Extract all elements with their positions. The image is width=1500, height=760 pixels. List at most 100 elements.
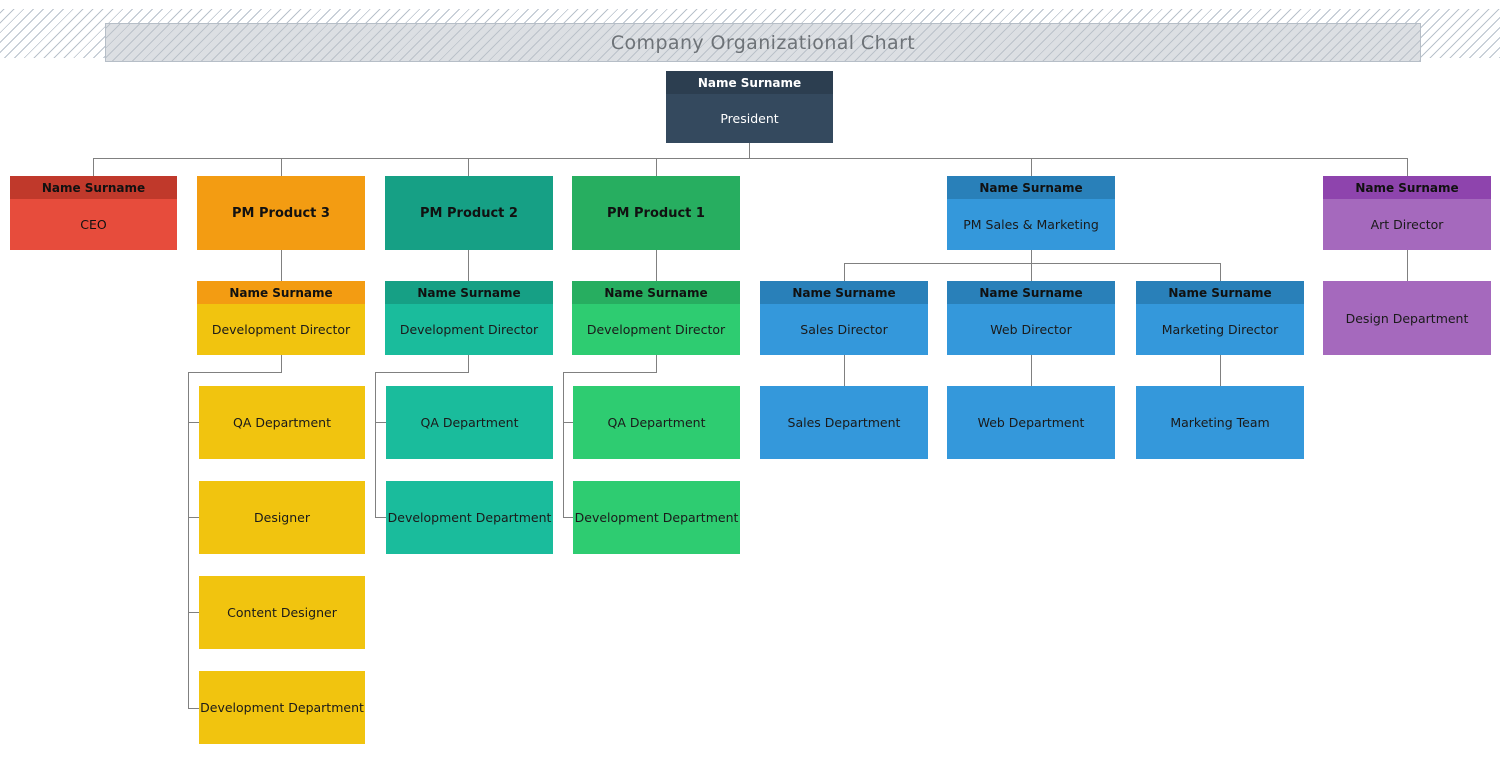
connector-main-bus [93,158,1408,159]
node-pm-sales-marketing-title: PM Sales & Marketing [947,199,1115,250]
node-sales-department-title: Sales Department [760,386,928,459]
node-dev-director-2-name: Name Surname [385,281,553,304]
connector-stub-qa-1 [563,422,574,423]
node-development-department-3-title: Development Department [199,671,365,744]
node-president-title: President [666,94,833,143]
node-pm-product-3-title: PM Product 3 [197,176,365,250]
connector-stub-content-designer-3 [188,612,199,613]
node-qa-department-2-title: QA Department [386,386,553,459]
node-art-director[interactable]: Name Surname Art Director [1323,176,1491,250]
node-pm-product-1-title: PM Product 1 [572,176,740,250]
node-ceo-title: CEO [10,199,177,250]
node-dev-director-2-title: Development Director [385,304,553,355]
node-dev-director-3-name: Name Surname [197,281,365,304]
connector-drop-marketing-director [1220,263,1221,281]
node-dev-director-1-name: Name Surname [572,281,740,304]
node-web-director[interactable]: Name Surname Web Director [947,281,1115,355]
node-pm-product-2[interactable]: PM Product 2 [385,176,553,250]
node-art-director-name: Name Surname [1323,176,1491,199]
node-marketing-director-name: Name Surname [1136,281,1304,304]
connector-sales-director-to-dept [844,355,845,386]
header-banner-panel: Company Organizational Chart [105,23,1421,62]
connector-art-to-design-dept [1407,250,1408,281]
connector-pm2-to-dev-director [468,250,469,281]
node-dev-director-3[interactable]: Name Surname Development Director [197,281,365,355]
node-design-department-title: Design Department [1323,281,1491,355]
node-marketing-director[interactable]: Name Surname Marketing Director [1136,281,1304,355]
node-pm-product-2-title: PM Product 2 [385,176,553,250]
connector-dev3-elbow [188,372,282,373]
node-web-department[interactable]: Web Department [947,386,1115,459]
connector-drop-pm-sales [1031,158,1032,176]
node-dev-director-1[interactable]: Name Surname Development Director [572,281,740,355]
node-designer-3-title: Designer [199,481,365,554]
node-art-director-title: Art Director [1323,199,1491,250]
connector-stub-dev-dept-3 [188,708,199,709]
connector-drop-art-director [1407,158,1408,176]
node-pm-sales-marketing[interactable]: Name Surname PM Sales & Marketing [947,176,1115,250]
connector-pm3-to-dev-director [281,250,282,281]
connector-marketing-director-to-team [1220,355,1221,386]
node-content-designer-3[interactable]: Content Designer [199,576,365,649]
node-marketing-team[interactable]: Marketing Team [1136,386,1304,459]
connector-stub-designer-3 [188,517,199,518]
node-sales-department[interactable]: Sales Department [760,386,928,459]
connector-stub-dev-dept-2 [375,517,386,518]
node-pm-product-1[interactable]: PM Product 1 [572,176,740,250]
node-ceo[interactable]: Name Surname CEO [10,176,177,250]
node-web-director-title: Web Director [947,304,1115,355]
node-ceo-name: Name Surname [10,176,177,199]
node-president[interactable]: Name Surname President [666,71,833,143]
connector-web-director-to-dept [1031,355,1032,386]
connector-dev2-spine [375,372,376,518]
node-design-department[interactable]: Design Department [1323,281,1491,355]
node-qa-department-2[interactable]: QA Department [386,386,553,459]
node-marketing-team-title: Marketing Team [1136,386,1304,459]
node-sales-director-title: Sales Director [760,304,928,355]
connector-dev1-spine [563,372,564,518]
node-development-department-2[interactable]: Development Department [386,481,553,554]
header-banner-hatch: Company Organizational Chart [0,9,1500,62]
connector-drop-pm2 [468,158,469,176]
node-qa-department-1[interactable]: QA Department [573,386,740,459]
node-qa-department-3-title: QA Department [199,386,365,459]
connector-stub-dev-dept-1 [563,517,574,518]
node-content-designer-3-title: Content Designer [199,576,365,649]
node-pm-sales-marketing-name: Name Surname [947,176,1115,199]
connector-dev3-stem [281,355,282,372]
node-pm-product-3[interactable]: PM Product 3 [197,176,365,250]
node-development-department-3[interactable]: Development Department [199,671,365,744]
connector-pm1-to-dev-director [656,250,657,281]
connector-drop-pm1 [656,158,657,176]
connector-drop-sales-director [844,263,845,281]
node-qa-department-3[interactable]: QA Department [199,386,365,459]
connector-president-stem [749,143,750,159]
node-dev-director-3-title: Development Director [197,304,365,355]
connector-sales-sub-bus [844,263,1220,264]
node-sales-director[interactable]: Name Surname Sales Director [760,281,928,355]
node-web-director-name: Name Surname [947,281,1115,304]
node-marketing-director-title: Marketing Director [1136,304,1304,355]
node-development-department-1-title: Development Department [573,481,740,554]
node-sales-director-name: Name Surname [760,281,928,304]
node-president-name: Name Surname [666,71,833,94]
page-title: Company Organizational Chart [610,31,916,54]
connector-stub-qa-3 [188,422,199,423]
connector-drop-web-director [1031,263,1032,281]
node-dev-director-1-title: Development Director [572,304,740,355]
node-qa-department-1-title: QA Department [573,386,740,459]
node-development-department-1[interactable]: Development Department [573,481,740,554]
connector-drop-pm3 [281,158,282,176]
connector-stub-qa-2 [375,422,386,423]
node-development-department-2-title: Development Department [386,481,553,554]
connector-dev3-spine [188,372,189,709]
connector-dev2-elbow [375,372,469,373]
connector-dev2-stem [468,355,469,372]
node-designer-3[interactable]: Designer [199,481,365,554]
connector-dev1-stem [656,355,657,372]
connector-drop-ceo [93,158,94,176]
connector-pmsales-stem [1031,250,1032,263]
node-web-department-title: Web Department [947,386,1115,459]
node-dev-director-2[interactable]: Name Surname Development Director [385,281,553,355]
